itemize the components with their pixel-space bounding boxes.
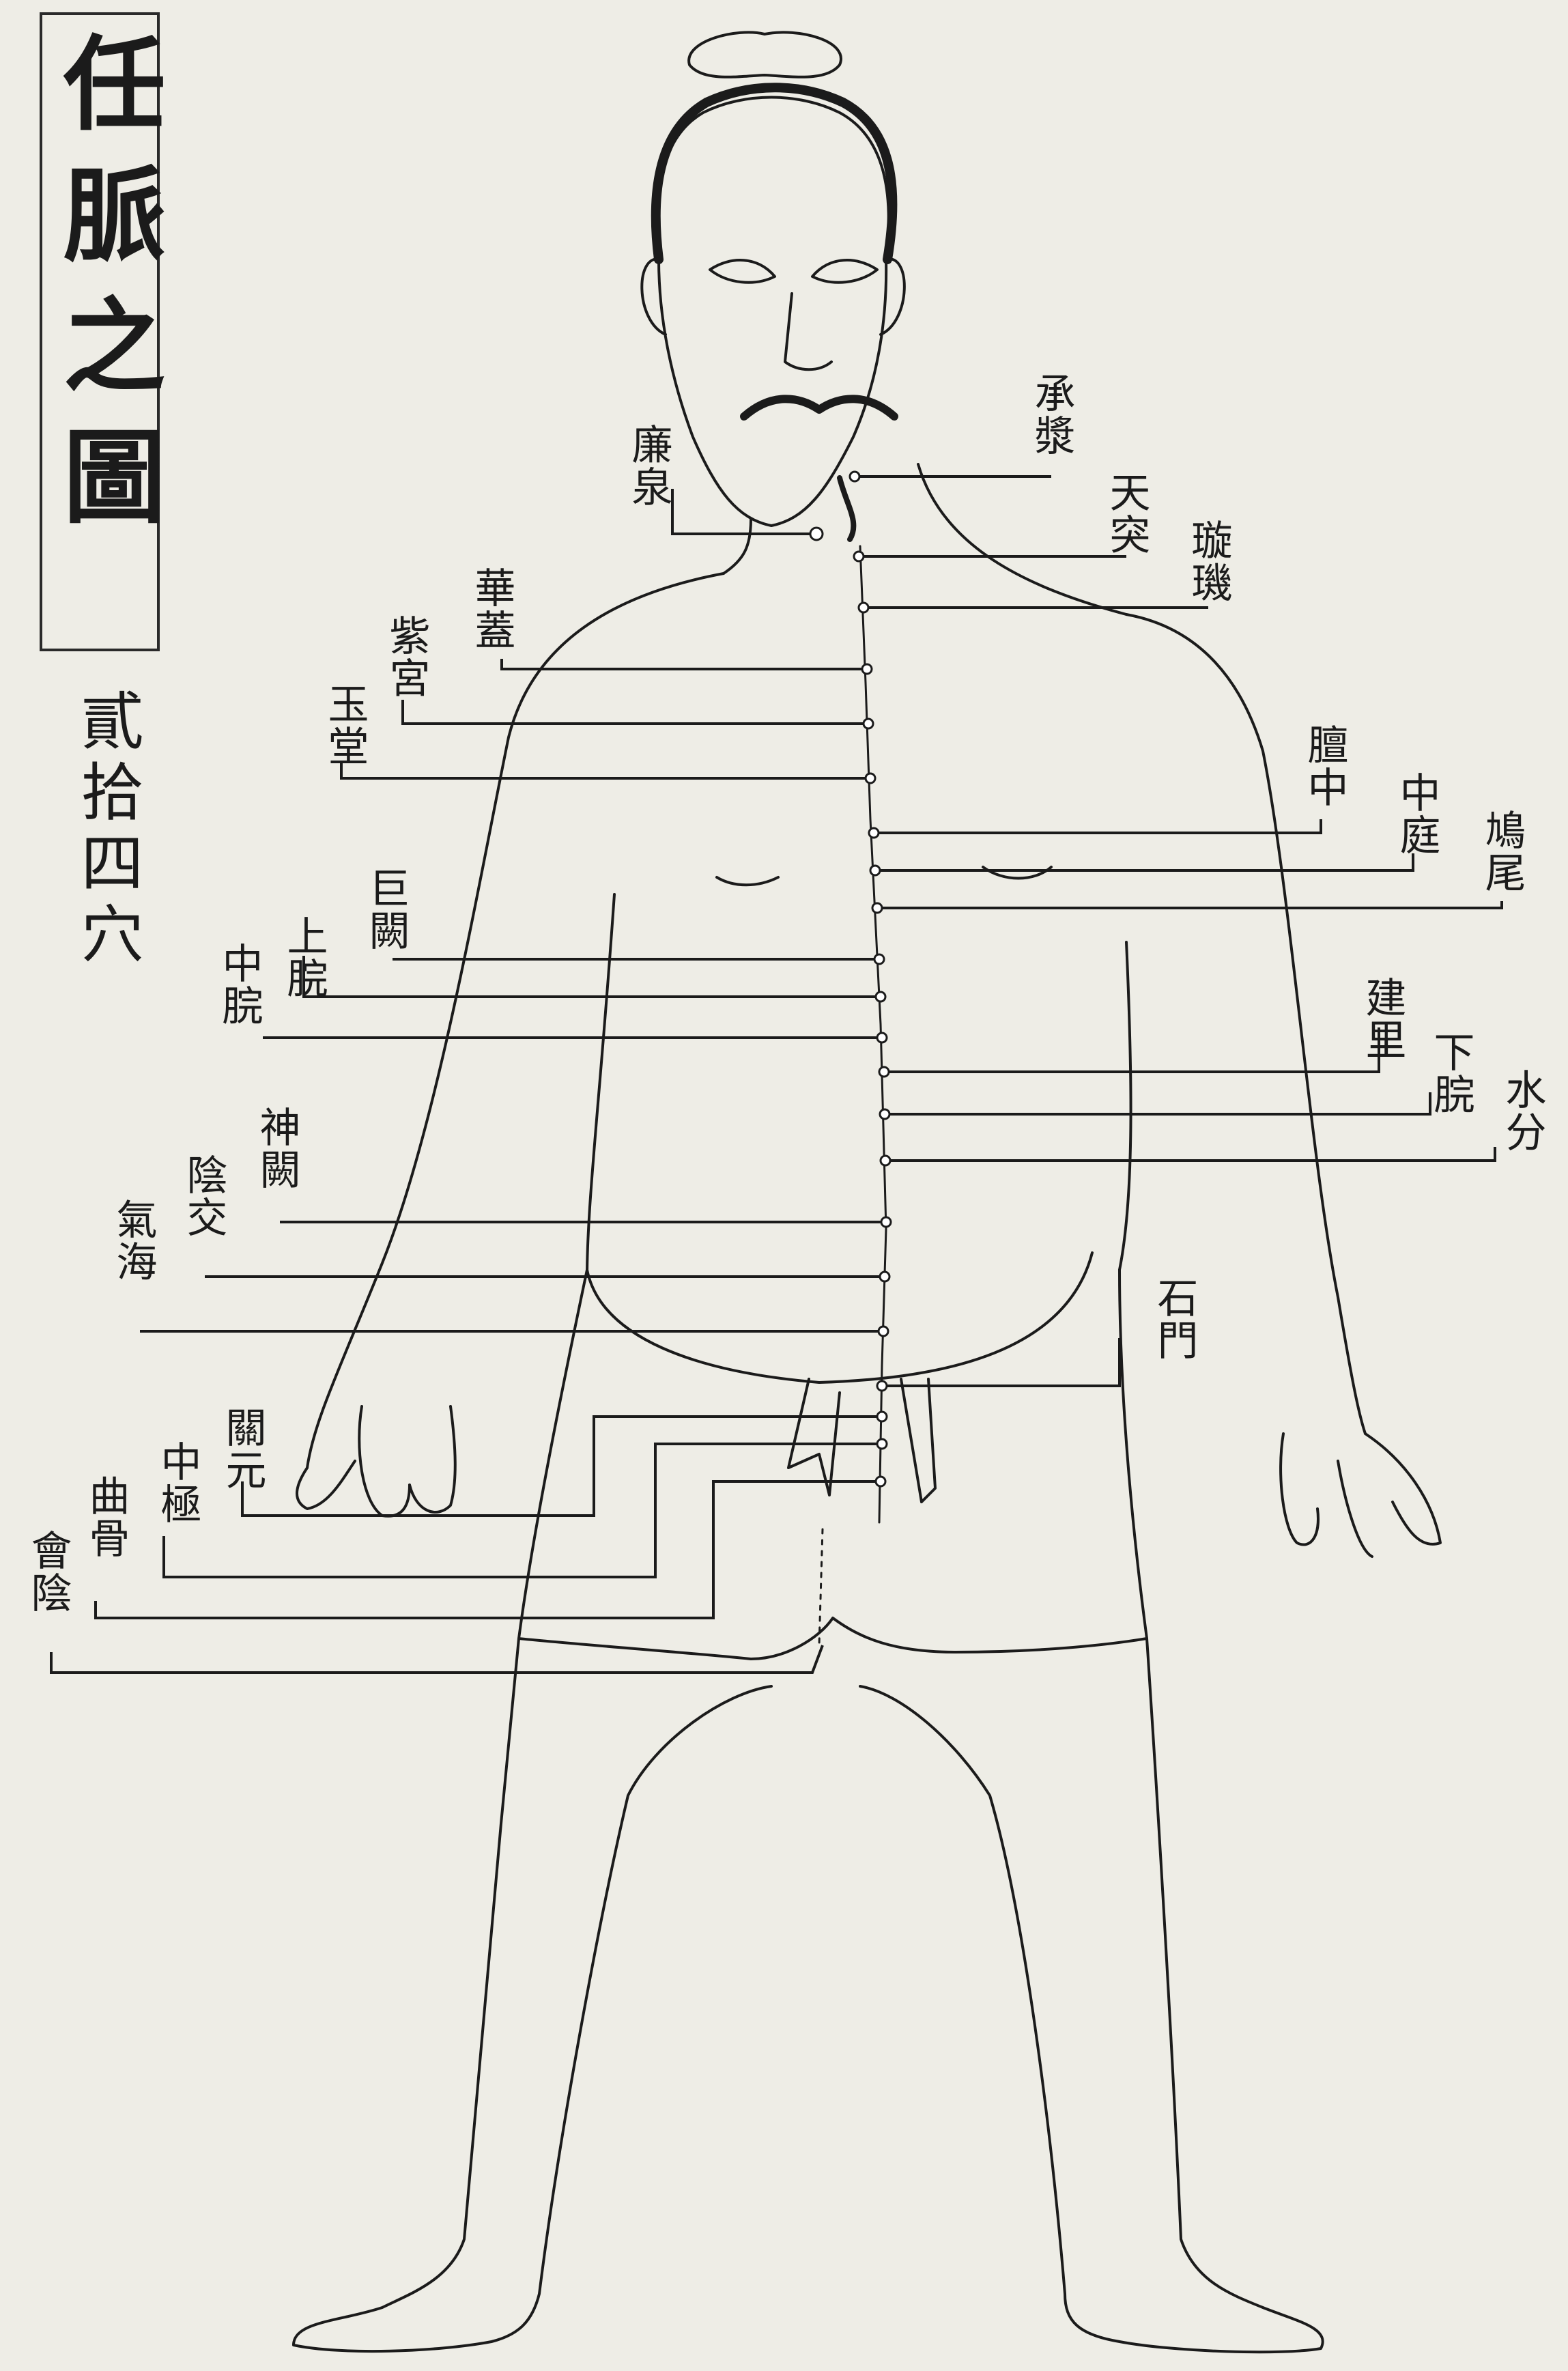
point-shenque — [881, 1217, 891, 1227]
left-torso-side — [587, 894, 614, 1277]
label-zhongji: 中極 — [157, 1440, 198, 1525]
point-jiuwei — [872, 903, 882, 913]
right-leg — [860, 1638, 1323, 2352]
point-xiawan — [880, 1109, 889, 1119]
label-shimen: 石門 — [1154, 1277, 1195, 1361]
neck-left — [724, 519, 751, 573]
point-shuifen — [881, 1156, 890, 1165]
label-tiantu: 天突 — [1106, 471, 1147, 556]
point-jianli — [879, 1067, 889, 1077]
point-danzhong — [869, 828, 879, 838]
label-huagai: 華蓋 — [471, 567, 512, 651]
point-tiantu — [854, 552, 864, 561]
label-jiuwei: 鳩尾 — [1481, 809, 1522, 894]
point-shangwan — [876, 992, 885, 1002]
leader-lianquan — [672, 489, 816, 534]
label-shangwan: 上脘 — [283, 915, 324, 999]
label-danzhong: 膻中 — [1304, 724, 1345, 808]
point-huagai — [862, 664, 872, 674]
leader-qugu — [96, 1481, 881, 1618]
left-eye — [710, 260, 775, 283]
leader-zhongji — [164, 1444, 882, 1577]
left-leg — [294, 1638, 771, 2351]
nose — [785, 294, 831, 369]
point-zhongting — [870, 866, 880, 875]
point-yinjiao — [880, 1272, 889, 1281]
point-yutang — [866, 773, 875, 783]
leader-jiuwei — [877, 901, 1502, 908]
point-chengjiang — [850, 472, 859, 481]
point-guanyuan — [877, 1412, 887, 1421]
leader-lines — [51, 477, 1502, 1673]
waistband — [587, 1253, 1092, 1382]
perineum-line — [819, 1529, 823, 1645]
leader-zhongting — [875, 853, 1413, 870]
leader-guanyuan — [242, 1417, 882, 1516]
label-lianquan: 廉泉 — [628, 423, 669, 508]
leader-shuifen — [885, 1147, 1495, 1161]
label-zigong: 紫宮 — [386, 614, 427, 699]
left-nipple — [717, 877, 778, 885]
label-juque: 巨闕 — [365, 867, 406, 952]
point-zhongji — [877, 1439, 887, 1449]
point-zigong — [864, 719, 873, 728]
leader-shangwan — [304, 956, 881, 997]
beard — [840, 478, 853, 539]
label-shuifen: 水分 — [1502, 1068, 1543, 1153]
hair-knot — [689, 32, 841, 76]
leader-huiyin — [51, 1645, 823, 1673]
moustache — [744, 399, 894, 416]
point-shimen — [877, 1381, 887, 1391]
sash-knot — [788, 1379, 935, 1502]
label-guanyuan: 關元 — [222, 1406, 263, 1491]
leader-danzhong — [874, 819, 1321, 833]
leader-shimen — [882, 1338, 1120, 1386]
label-zhongwan: 中脘 — [218, 942, 259, 1027]
label-qugu: 曲骨 — [85, 1475, 126, 1559]
label-huiyin: 會陰 — [27, 1529, 68, 1614]
leader-yutang — [341, 761, 870, 778]
leader-xiawan — [885, 1092, 1430, 1114]
point-qihai — [879, 1326, 888, 1336]
label-xuanji: 璇璣 — [1188, 519, 1229, 604]
label-xiawan: 下脘 — [1430, 1031, 1471, 1116]
left-hand — [297, 1406, 455, 1516]
hair — [656, 87, 893, 259]
label-yutang: 玉堂 — [324, 683, 365, 767]
point-juque — [874, 954, 884, 964]
right-torso-side — [1120, 942, 1131, 1270]
point-zhongwan — [877, 1033, 887, 1042]
head-outline — [657, 98, 889, 526]
right-nipple — [983, 867, 1051, 879]
neck-right — [918, 464, 1126, 614]
label-jianli: 建里 — [1362, 976, 1403, 1061]
label-qihai: 氣海 — [113, 1198, 154, 1283]
point-qugu — [876, 1477, 885, 1486]
point-lianquan — [810, 528, 823, 540]
label-chengjiang: 承漿 — [1031, 372, 1072, 457]
label-zhongting: 中庭 — [1396, 771, 1437, 856]
leader-huagai — [502, 659, 867, 669]
right-eye — [812, 260, 877, 283]
label-shenque: 神闕 — [256, 1106, 297, 1191]
right-hand — [1281, 1434, 1440, 1557]
point-xuanji — [859, 603, 868, 612]
left-shoulder-arm — [307, 573, 724, 1468]
page-title: 任脈之圖 — [42, 30, 157, 554]
label-yinjiao: 陰交 — [183, 1154, 224, 1238]
point-count-caption: 貳拾四穴 — [75, 688, 138, 972]
leader-zigong — [403, 700, 868, 724]
